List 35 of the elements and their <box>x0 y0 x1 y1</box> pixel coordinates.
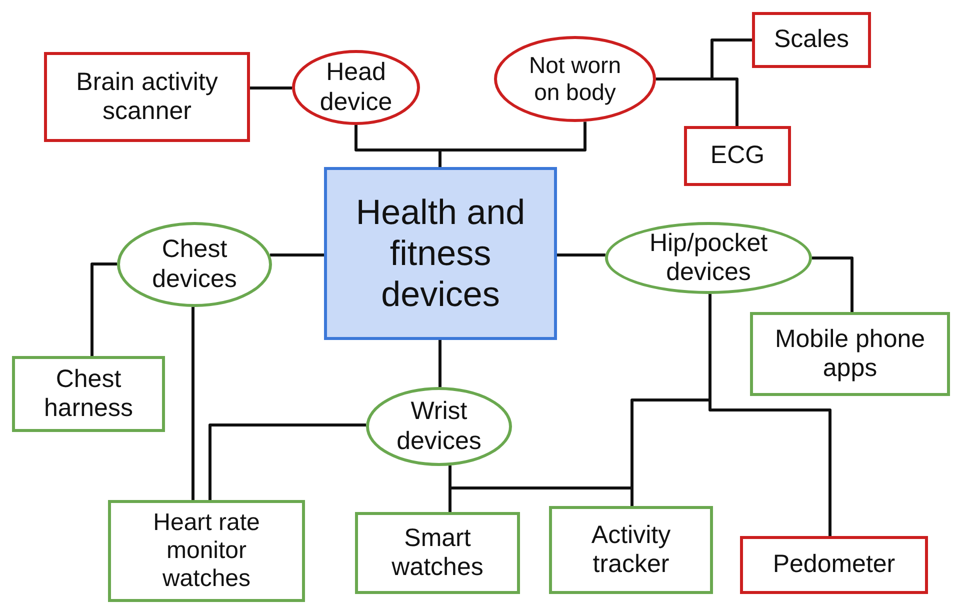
node-label: Not worn on body <box>528 52 622 106</box>
device-box <box>740 536 928 594</box>
connector-line <box>557 254 606 256</box>
connector-line <box>812 256 854 312</box>
device-box <box>44 52 250 142</box>
topic-box <box>324 167 557 340</box>
node-label: Scales <box>774 25 850 55</box>
connector-line <box>90 262 117 356</box>
connector-line <box>438 122 586 167</box>
node-label: Pedometer <box>772 550 896 580</box>
connector-line <box>192 307 194 500</box>
connector-line <box>208 424 366 500</box>
node-label: Chest harness <box>43 364 134 424</box>
connector-line <box>270 254 324 256</box>
node-label: ECG <box>710 141 765 171</box>
device-box <box>549 506 713 594</box>
node-label: Wrist devices <box>396 397 482 456</box>
node-label: Head device <box>318 58 394 117</box>
node-label: Health and fitness devices <box>354 192 526 316</box>
node-label: Chest devices <box>151 235 238 294</box>
node-label: Smart watches <box>390 524 484 582</box>
connector-line <box>250 86 292 90</box>
connector-line <box>438 340 442 387</box>
device-box <box>750 312 950 396</box>
node-label: Heart rate monitor watches <box>152 508 261 594</box>
device-box <box>684 126 791 186</box>
device-box <box>752 12 871 68</box>
device-box <box>108 500 305 602</box>
device-box <box>12 356 165 432</box>
node-label: Hip/pocket devices <box>648 228 769 288</box>
node-label: Brain activity scanner <box>75 68 219 126</box>
node-label: Mobile phone apps <box>774 324 926 384</box>
connector-line <box>708 294 832 536</box>
device-box <box>355 512 520 594</box>
node-label: Activity tracker <box>590 520 672 580</box>
